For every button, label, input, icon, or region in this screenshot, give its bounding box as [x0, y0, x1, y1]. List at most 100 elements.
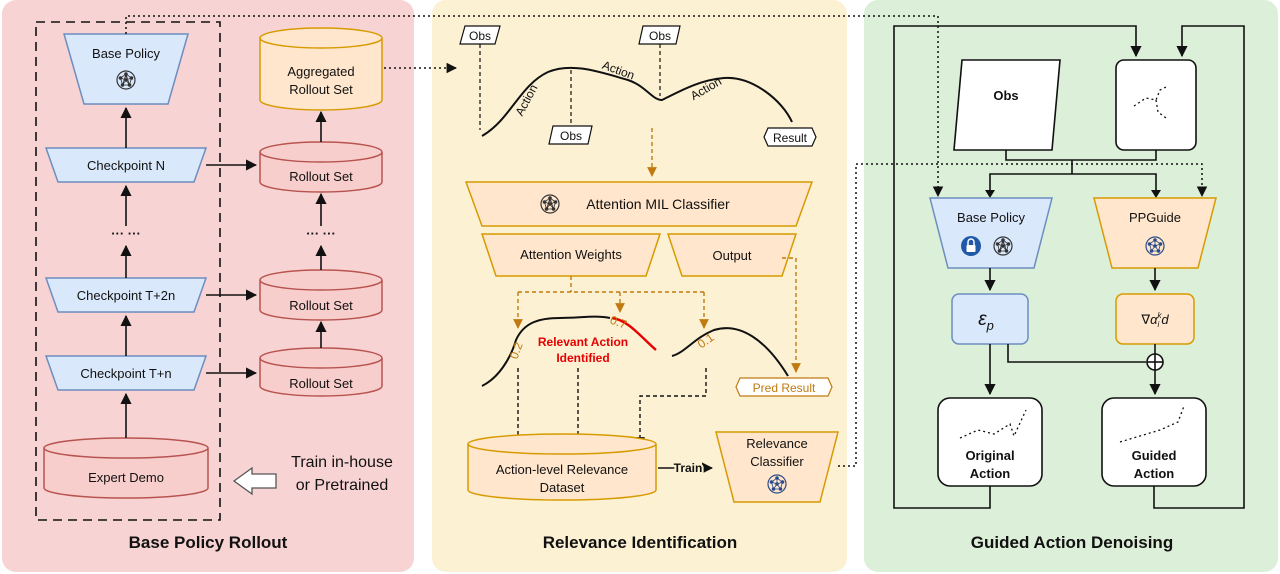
relevance-classifier-line1: Relevance [746, 436, 807, 451]
policy-group-dashed-box [35, 21, 221, 521]
guided-action-line2: Action [1134, 466, 1175, 481]
panel-guided-bg [864, 0, 1278, 572]
split-to-models [989, 160, 1157, 194]
result-tag [763, 127, 817, 147]
aggregated-label-2: Rollout Set [289, 82, 353, 97]
weight-label-1: 0.2 [507, 340, 526, 361]
panel-title-rollout: Base Policy Rollout [129, 533, 288, 552]
train-note-line1: Train in-house [291, 454, 393, 471]
obs-box-2 [638, 25, 681, 45]
rollout-set-tn-cylinder [259, 358, 383, 397]
dotted-top-connector [125, 15, 944, 198]
result-label: Result [773, 131, 808, 145]
base-policy-shape [63, 33, 189, 105]
eps-to-plus [1007, 344, 1146, 363]
checkpoint-t2n-shape [44, 277, 208, 313]
arrow-to-dataset-3 [635, 368, 707, 447]
original-action-line2: Action [970, 466, 1011, 481]
guided-action-line1: Guided [1132, 448, 1177, 463]
arrowhead-ppguide [1151, 190, 1161, 198]
dataset-top [467, 433, 657, 455]
checkpoint-tn-shape [44, 355, 208, 391]
original-action-line1: Original [965, 448, 1014, 463]
checkpoint-t2n-label: Checkpoint T+2n [77, 288, 175, 303]
guided-obs-label: Obs [993, 88, 1018, 103]
rollout-set-n-top [259, 141, 383, 163]
original-action-box [937, 397, 1043, 487]
dataset-label-2: Dataset [540, 480, 585, 495]
expert-demo-label: Expert Demo [88, 470, 164, 485]
obs-box-3 [548, 125, 593, 145]
rollout-set-t2n-top [259, 269, 383, 291]
checkpoint-tn-label: Checkpoint T+n [80, 366, 171, 381]
rollout-set-tn-label: Rollout Set [289, 376, 353, 391]
arrowhead-base [985, 190, 995, 198]
epsilon-label: εp [978, 309, 994, 333]
output-label: Output [712, 248, 751, 263]
guided-obs-box [953, 59, 1061, 151]
noisy-action-box [1115, 59, 1197, 151]
expert-demo-top [43, 437, 209, 459]
noisy-action-dots [1133, 85, 1169, 119]
relevance-classifier-shape [715, 431, 839, 503]
rollout-set-t2n-label: Rollout Set [289, 298, 353, 313]
ellipsis-left: ··· ··· [111, 226, 141, 241]
guided-action-box [1101, 397, 1207, 487]
obs-label-2: Obs [649, 29, 671, 43]
rollout-set-n-label: Rollout Set [289, 169, 353, 184]
expert-demo-cylinder [43, 448, 209, 499]
lock-icon [961, 236, 981, 256]
attention-weights-label: Attention Weights [520, 247, 622, 262]
merge-obs-action [1005, 150, 1157, 161]
loop-right [1153, 25, 1245, 509]
weighted-trajectory-red [611, 316, 657, 351]
obs-label-1: Obs [469, 29, 491, 43]
trajectory-curve [481, 66, 793, 137]
train-note-line2: or Pretrained [296, 477, 389, 494]
ppguide-shape [1093, 197, 1217, 269]
guided-base-policy-shape [929, 197, 1053, 269]
relevant-action-line2: Identified [556, 351, 609, 365]
rollout-set-n-cylinder [259, 152, 383, 193]
train-label: Train [674, 461, 703, 475]
rollout-set-t2n-cylinder [259, 280, 383, 321]
attention-branch [518, 276, 704, 293]
ellipsis-right: ··· ··· [306, 226, 336, 241]
rollout-set-tn-top [259, 347, 383, 369]
pred-result-tag [735, 377, 833, 397]
obs-box-1 [459, 25, 501, 45]
relevance-classifier-line2: Classifier [750, 454, 804, 469]
mil-classifier-label: Attention MIL Classifier [586, 196, 730, 212]
checkpoint-n-label: Checkpoint N [87, 158, 165, 173]
loop-left [893, 25, 1142, 509]
panel-title-guided: Guided Action Denoising [971, 533, 1173, 552]
dataset-cylinder [467, 444, 657, 501]
aggregated-top [259, 27, 383, 49]
relevant-action-line1: Relevant Action [538, 335, 628, 349]
aggregated-label-1: Aggregated [287, 64, 354, 79]
original-action-dots [959, 409, 1027, 439]
plus-sum-icon [1146, 353, 1164, 371]
pred-result-label: Pred Result [753, 381, 816, 395]
panel-title-relevance: Relevance Identification [543, 533, 738, 552]
obs-label-3: Obs [560, 129, 582, 143]
weight-label-2: 0.7 [608, 313, 629, 332]
weighted-trajectory-black [481, 315, 611, 387]
dataset-label-1: Action-level Relevance [496, 462, 628, 477]
checkpoint-n-shape [44, 147, 208, 183]
output-branch [782, 257, 801, 373]
panel-relevance-bg [432, 0, 847, 572]
aggregated-cylinder [259, 38, 383, 111]
attention-weights-shape [480, 233, 662, 277]
dotted-classifier-to-ppguide [838, 163, 1208, 467]
mil-classifier-shape [464, 181, 814, 227]
ppguide-label: PPGuide [1129, 210, 1181, 225]
weighted-trajectory-tail [671, 327, 789, 377]
guided-action-dots [1119, 405, 1185, 443]
base-policy-label: Base Policy [92, 46, 160, 61]
output-shape [666, 233, 798, 277]
guided-base-policy-label: Base Policy [957, 210, 1025, 225]
hollow-arrow-icon [232, 466, 277, 496]
